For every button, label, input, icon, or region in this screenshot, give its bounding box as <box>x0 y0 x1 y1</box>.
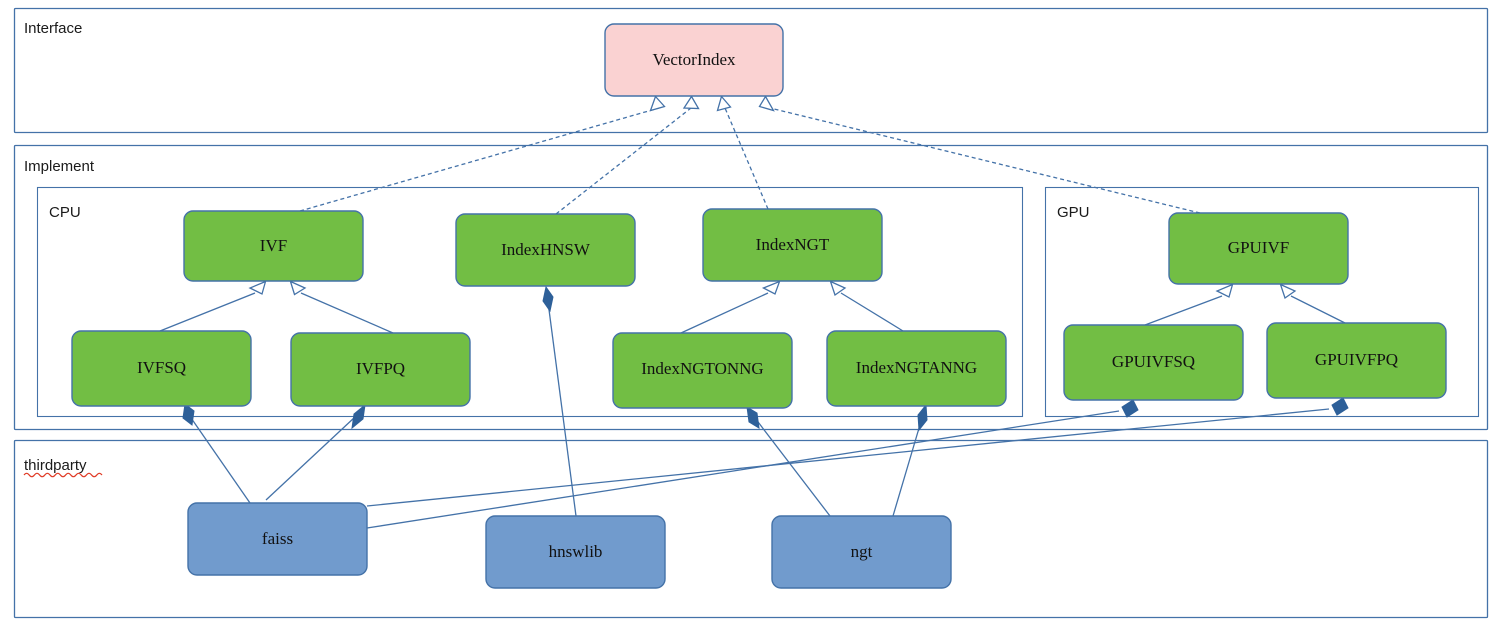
filled-diamond-marker-icon <box>182 403 195 426</box>
hollow-triangle-arrowhead-icon <box>682 95 700 110</box>
node-vectorindex[interactable]: VectorIndex <box>604 23 784 97</box>
node-ivfpq[interactable]: IVFPQ <box>290 332 471 407</box>
node-gpuivfsq-box[interactable] <box>1063 324 1244 401</box>
node-ivfsq-label: IVFSQ <box>137 358 186 377</box>
edge-indexngt-to-vectorindex <box>716 95 769 210</box>
node-faiss-label: faiss <box>262 529 293 548</box>
group-thirdparty-box <box>13 439 1489 619</box>
filled-diamond-marker-icon <box>746 406 760 429</box>
node-hnswlib-label: hnswlib <box>549 542 603 561</box>
edge-faiss-to-gpuivfpq <box>366 397 1349 507</box>
node-indexngtanng-box[interactable] <box>826 330 1007 407</box>
subgroup-cpu: CPU <box>36 186 1024 418</box>
node-indexhnsw[interactable]: IndexHNSW <box>455 213 636 287</box>
node-faiss-box[interactable] <box>187 502 368 576</box>
hollow-triangle-arrowhead-icon <box>248 280 267 295</box>
node-gpuivfpq-box[interactable] <box>1266 322 1447 399</box>
hollow-triangle-arrowhead-icon <box>289 280 307 296</box>
filled-diamond-marker-icon <box>1331 397 1349 416</box>
spellcheck-underline-icon <box>23 472 103 478</box>
node-hnswlib[interactable]: hnswlib <box>485 515 666 589</box>
node-indexngtonng-label: IndexNGTONNG <box>641 359 763 378</box>
edge-faiss-to-gpuivfsq <box>366 399 1139 529</box>
edge-indexngtanng-to-indexngt <box>829 280 904 332</box>
hollow-triangle-arrowhead-icon <box>761 280 781 295</box>
edge-ngt-to-indexngtonng <box>746 406 831 517</box>
node-indexhnsw-box[interactable] <box>455 213 636 287</box>
edge-ivf-to-vectorindex <box>299 95 666 212</box>
edge-faiss-to-ivfpq <box>265 403 366 501</box>
node-gpuivfpq-label: GPUIVFPQ <box>1315 350 1398 369</box>
filled-diamond-marker-icon <box>542 285 554 313</box>
subgroup-cpu-label: CPU <box>49 204 81 221</box>
node-gpuivf[interactable]: GPUIVF <box>1168 212 1349 285</box>
group-implement-label: Implement <box>24 158 95 175</box>
node-ivfsq[interactable]: IVFSQ <box>71 330 252 407</box>
node-vectorindex-label: VectorIndex <box>652 50 736 69</box>
node-indexngtonng[interactable]: IndexNGTONNG <box>612 332 793 409</box>
node-indexngt[interactable]: IndexNGT <box>702 208 883 282</box>
edge-gpuivfsq-to-gpuivf <box>1144 283 1234 326</box>
group-thirdparty-label: thirdparty <box>24 457 87 474</box>
subgroup-cpu-box <box>36 186 1024 418</box>
group-thirdparty: thirdparty <box>13 439 1489 619</box>
edge-faiss-to-ivfsq <box>182 403 251 504</box>
group-interface-label: Interface <box>24 20 82 37</box>
node-indexngtanng[interactable]: IndexNGTANNG <box>826 330 1007 407</box>
hollow-triangle-arrowhead-icon <box>1279 283 1297 300</box>
node-gpuivfpq[interactable]: GPUIVFPQ <box>1266 322 1447 399</box>
node-indexngt-box[interactable] <box>702 208 883 282</box>
filled-diamond-marker-icon <box>1121 399 1139 418</box>
node-ivfsq-box[interactable] <box>71 330 252 407</box>
filled-diamond-marker-icon <box>917 403 928 432</box>
node-ivf[interactable]: IVF <box>183 210 364 282</box>
node-indexngtanng-label: IndexNGTANNG <box>856 358 977 377</box>
node-hnswlib-box[interactable] <box>485 515 666 589</box>
hollow-triangle-arrowhead-icon <box>758 95 775 112</box>
hollow-triangle-arrowhead-icon <box>716 95 732 112</box>
node-gpuivfsq-label: GPUIVFSQ <box>1112 352 1195 371</box>
node-ivf-label: IVF <box>260 236 287 255</box>
subgroup-gpu-box <box>1044 186 1480 418</box>
node-indexhnsw-label: IndexHNSW <box>501 240 591 259</box>
node-ivf-box[interactable] <box>183 210 364 282</box>
node-indexngt-label: IndexNGT <box>756 235 830 254</box>
node-gpuivf-box[interactable] <box>1168 212 1349 285</box>
node-ngt[interactable]: ngt <box>771 515 952 589</box>
node-gpuivf-label: GPUIVF <box>1228 238 1289 257</box>
hollow-triangle-arrowhead-icon <box>1215 283 1234 298</box>
subgroup-gpu-label: GPU <box>1057 204 1090 221</box>
node-ngt-box[interactable] <box>771 515 952 589</box>
edge-gpuivfpq-to-gpuivf <box>1279 283 1346 324</box>
node-ivfpq-label: IVFPQ <box>356 359 405 378</box>
hollow-triangle-arrowhead-icon <box>649 95 666 112</box>
subgroup-gpu: GPU <box>1044 186 1480 418</box>
edge-ngt-to-indexngtanng <box>892 403 928 517</box>
node-indexngtonng-box[interactable] <box>612 332 793 409</box>
node-ivfpq-box[interactable] <box>290 332 471 407</box>
edge-ivfsq-to-ivf <box>159 280 267 332</box>
edge-hnswlib-to-indexhnsw <box>542 285 577 517</box>
node-faiss[interactable]: faiss <box>187 502 368 576</box>
node-ngt-label: ngt <box>851 542 873 561</box>
edge-ivfpq-to-ivf <box>289 280 394 334</box>
node-vectorindex-box[interactable] <box>604 23 784 97</box>
edge-gpuivf-to-vectorindex <box>758 95 1201 214</box>
node-gpuivfsq[interactable]: GPUIVFSQ <box>1063 324 1244 401</box>
edge-indexngtonng-to-indexngt <box>680 280 781 334</box>
filled-diamond-marker-icon <box>351 403 366 430</box>
hollow-triangle-arrowhead-icon <box>829 280 847 297</box>
edge-indexhnsw-to-vectorindex <box>555 95 700 215</box>
